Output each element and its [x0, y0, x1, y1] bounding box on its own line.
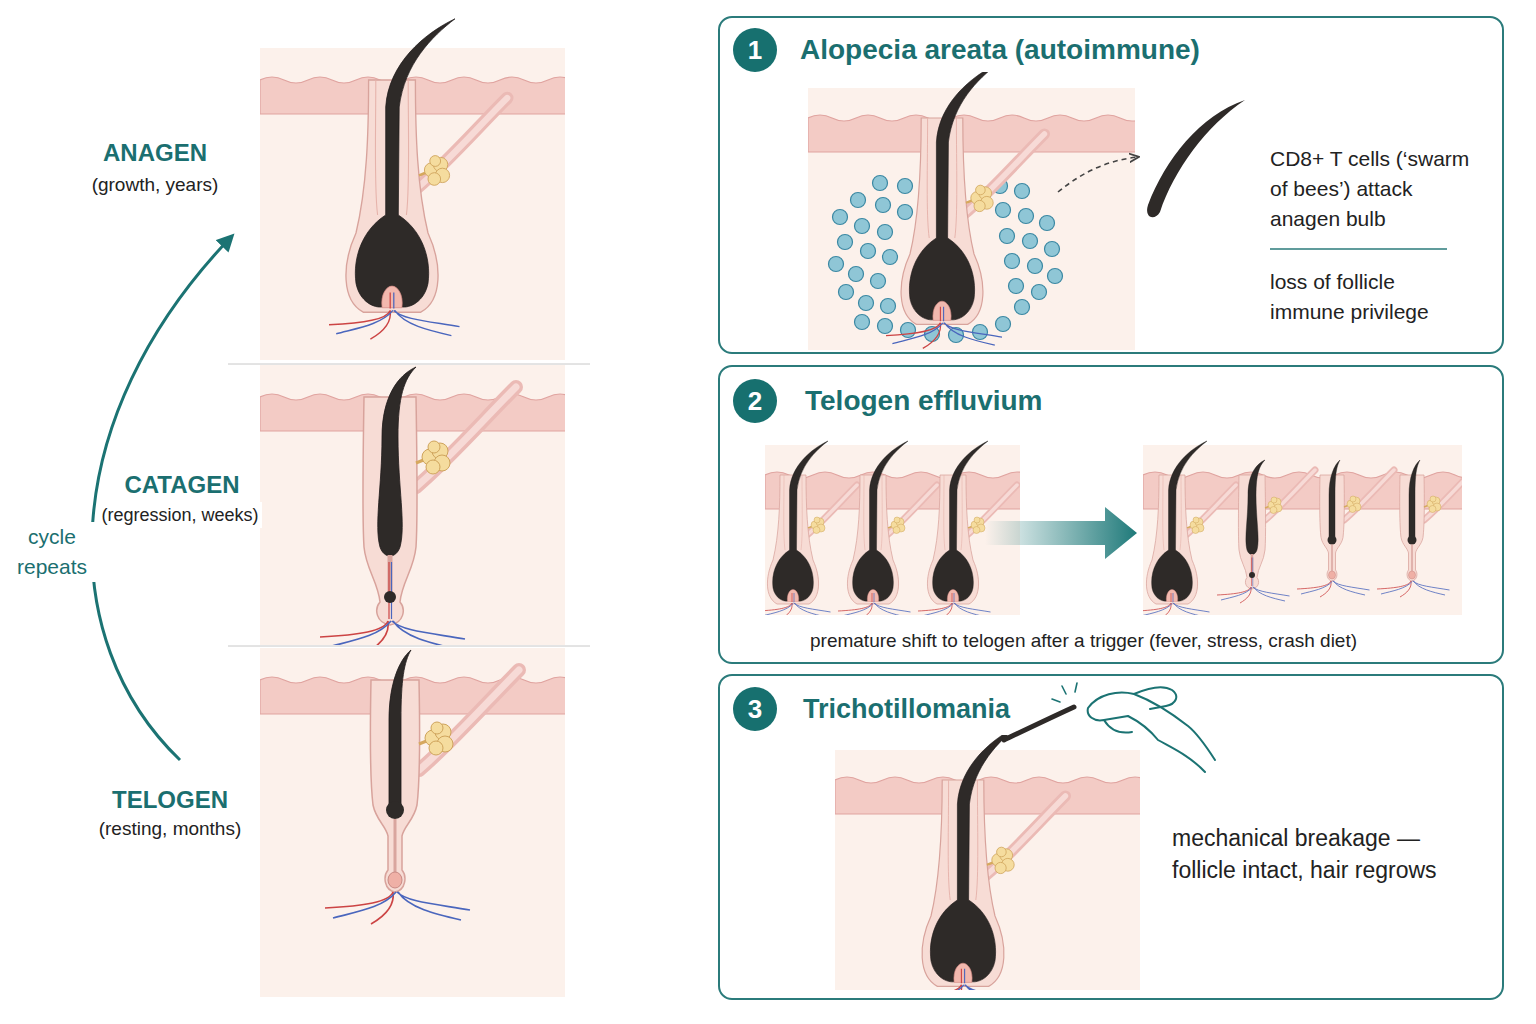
pulled-hair: [1004, 707, 1074, 740]
panel-text: premature shift to telogen after a trigg…: [810, 628, 1490, 654]
intact-follicle: [907, 735, 1065, 990]
t-cells: [855, 315, 870, 330]
t-cells: [849, 267, 864, 282]
t-cells: [851, 193, 866, 208]
t-cells: [878, 225, 893, 240]
t-cells: [855, 219, 870, 234]
t-cells: [873, 176, 888, 191]
separator: [1270, 248, 1447, 250]
callout-number: 2: [733, 379, 777, 423]
t-cells: [898, 205, 913, 220]
phase-label: (regression, weeks): [98, 502, 261, 528]
t-cells: [1040, 216, 1055, 231]
t-cells: [996, 317, 1011, 332]
follicles-before: [765, 441, 1017, 615]
follicles-after: [1143, 441, 1462, 615]
t-cells: [1028, 259, 1043, 274]
follicles-after: [1377, 460, 1462, 597]
callout-number: 1: [733, 28, 777, 72]
t-cells: [901, 323, 916, 338]
circle-fill: [733, 687, 777, 731]
t-cells: [996, 203, 1011, 218]
t-cells: [833, 210, 848, 225]
phase-label: TELOGEN: [109, 785, 231, 815]
shift-arrow: [985, 507, 1137, 559]
callout-circle: 2: [733, 379, 777, 423]
panel-text: mechanical breakage — follicle intact, h…: [1172, 822, 1472, 886]
skin-block: [808, 115, 1135, 152]
callout-circle: 1: [733, 28, 777, 72]
telogen-follicle: [325, 650, 519, 924]
panel-title: Trichotillomania: [803, 692, 1010, 726]
phase-label: CATAGEN: [121, 470, 242, 500]
panel-title: Telogen effluvium: [805, 384, 1043, 418]
anagen-follicle: [886, 72, 1044, 348]
anagen-follicle: [886, 72, 1044, 348]
t-cells: [898, 179, 913, 194]
circle-fill: [733, 379, 777, 423]
phase-label: (resting, months): [96, 816, 245, 842]
t-cells: [1023, 234, 1038, 249]
disease-panel: Trichotillomania mechanical breakage — fo…: [718, 674, 1504, 1000]
t-cells: [1000, 229, 1015, 244]
intact-follicle: [907, 735, 1065, 990]
phase-label: cycle repeats: [2, 522, 102, 582]
callout-number: 3: [733, 687, 777, 731]
phase-label: (growth, years): [89, 172, 222, 198]
shed-hair: [1147, 100, 1245, 217]
t-cells: [859, 296, 874, 311]
t-cells: [1015, 300, 1030, 315]
t-cells: [1045, 242, 1060, 257]
t-cells: [1048, 269, 1063, 284]
divider: [228, 646, 590, 647]
t-cells: [871, 274, 886, 289]
disease-panel: Telogen effluvium premature shift to telo…: [718, 365, 1504, 664]
panel-title: Alopecia areata (autoimmune): [800, 33, 1200, 67]
t-cells: [876, 198, 891, 213]
skin-block: [835, 777, 1140, 814]
panel-text: loss of follicle immune privilege: [1270, 267, 1475, 327]
anagen-follicle: [329, 19, 507, 339]
t-cells: [883, 250, 898, 265]
t-cells: [861, 244, 876, 259]
dashed-arrow: [1058, 157, 1138, 192]
follicles-after: [1217, 460, 1315, 603]
break-marks: [1052, 683, 1077, 702]
t-cells: [838, 235, 853, 250]
panel-text: CD8+ T cells (‘swarm of bees’) attack an…: [1270, 144, 1475, 234]
anagen-follicle: [329, 19, 507, 339]
catagen-follicle: [320, 367, 516, 645]
t-cells: [829, 257, 844, 272]
follicles-before: [765, 441, 857, 615]
divider: [228, 364, 590, 365]
t-cells: [973, 325, 988, 340]
t-cells: [1015, 184, 1030, 199]
skin-block: [260, 648, 565, 997]
follicles-after: [1297, 460, 1394, 597]
t-cells: [1009, 279, 1024, 294]
disease-panel: Alopecia areata (autoimmune) CD8+ T cells…: [718, 16, 1504, 354]
catagen-follicle: [320, 367, 516, 645]
t-cells: [881, 299, 896, 314]
t-cells: [1005, 254, 1020, 269]
t-cells: [1019, 209, 1034, 224]
t-cells: [878, 319, 893, 334]
callout-circle: 3: [733, 687, 777, 731]
circle-fill: [733, 28, 777, 72]
t-cells: [1032, 285, 1047, 300]
phase-label: ANAGEN: [100, 138, 210, 168]
follicles-before: [838, 441, 937, 615]
telogen-follicle: [325, 650, 519, 924]
t-cells: [839, 285, 854, 300]
hand-outline: [1088, 687, 1215, 772]
follicles-after: [1143, 441, 1236, 615]
